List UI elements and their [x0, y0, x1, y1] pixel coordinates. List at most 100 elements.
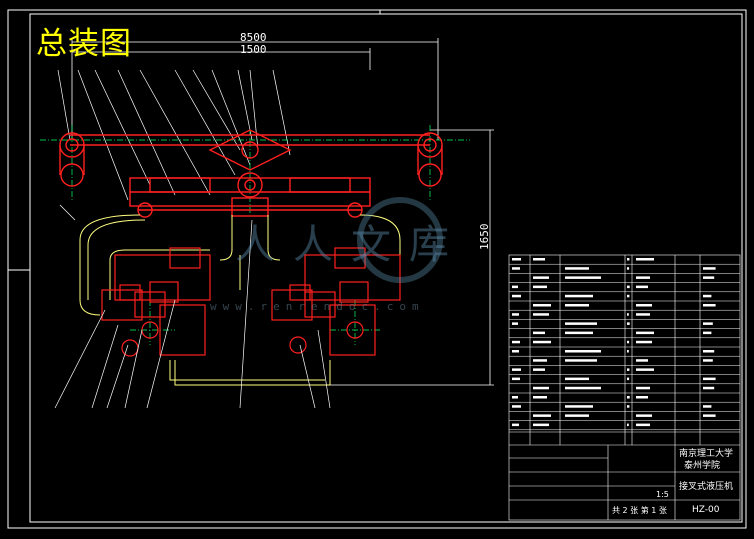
tb-university: 南京理工大学	[679, 449, 734, 459]
parts-cell-text	[703, 304, 716, 307]
parts-cell-text	[703, 386, 715, 390]
leaders-top	[57, 69, 291, 221]
parts-cell-text	[565, 267, 589, 270]
parts-cell-text	[627, 350, 629, 353]
parts-cell-text	[636, 313, 650, 316]
parts-cell-text	[636, 414, 652, 417]
parts-cell-text	[636, 276, 650, 279]
parts-cell-text	[533, 396, 547, 399]
parts-cell-text	[627, 405, 630, 408]
parts-cell-text	[533, 340, 551, 344]
parts-cell-text	[565, 377, 589, 381]
hydraulic-pipes	[79, 214, 401, 386]
parts-cell-text	[533, 368, 545, 371]
tb-product: 接叉式液压机	[679, 482, 734, 492]
parts-cell-text	[533, 414, 551, 417]
top-assembly	[59, 129, 443, 218]
parts-cell-text	[636, 340, 652, 344]
parts-cell-text	[703, 331, 712, 335]
parts-cell-text	[565, 405, 593, 408]
parts-cell-text	[703, 405, 712, 408]
parts-cell-text	[636, 386, 650, 390]
parts-cell-text	[703, 267, 716, 270]
parts-cell-text	[565, 331, 593, 335]
parts-cell-text	[512, 405, 521, 408]
parts-cell-text	[533, 258, 545, 261]
dimension-right	[330, 129, 494, 386]
parts-cell-text	[627, 340, 630, 344]
pump-station-right	[271, 247, 401, 356]
parts-cell-text	[627, 396, 630, 399]
parts-cell-text	[627, 313, 629, 316]
parts-cell-text	[512, 313, 519, 316]
parts-cell-text	[627, 294, 630, 298]
parts-cell-text	[627, 258, 630, 261]
tb-scale: 1:5	[656, 490, 669, 499]
pump-station-left	[101, 247, 211, 357]
parts-cell-text	[512, 340, 520, 344]
tb-drawing-no: HZ-00	[692, 505, 720, 515]
parts-cell-text	[636, 285, 648, 289]
parts-cell-text	[512, 258, 521, 261]
parts-cell-text	[533, 276, 549, 279]
parts-list-fill	[512, 258, 716, 427]
parts-cell-text	[703, 350, 715, 353]
parts-cell-text	[627, 377, 630, 381]
parts-cell-text	[512, 322, 518, 325]
parts-cell-text	[512, 285, 518, 289]
watermark-circle	[357, 197, 443, 283]
parts-cell-text	[533, 331, 545, 335]
parts-cell-text	[627, 423, 629, 427]
parts-cell-text	[636, 359, 648, 362]
leaders-bottom	[54, 219, 331, 409]
dim-height: 1650	[478, 223, 491, 251]
parts-cell-text	[512, 267, 520, 270]
parts-cell-text	[627, 368, 630, 371]
parts-cell-text	[703, 377, 716, 381]
parts-cell-text	[512, 396, 518, 399]
watermark-text: www.renrendoc.com	[210, 300, 425, 313]
parts-cell-text	[512, 377, 520, 381]
parts-cell-text	[703, 276, 715, 279]
parts-cell-text	[533, 285, 547, 289]
parts-cell-text	[636, 368, 654, 371]
parts-cell-text	[565, 386, 601, 390]
parts-cell-text	[512, 423, 519, 427]
inner-border	[29, 13, 743, 523]
parts-cell-text	[627, 285, 630, 289]
parts-cell-text	[565, 359, 597, 362]
parts-cell-text	[565, 276, 601, 279]
parts-cell-text	[533, 423, 549, 427]
watermark-glyphs: 人人文库	[235, 222, 467, 268]
tb-college: 泰州学院	[684, 461, 721, 471]
parts-cell-text	[565, 350, 601, 353]
parts-cell-text	[627, 322, 630, 325]
parts-cell-text	[703, 294, 712, 298]
parts-cell-text	[512, 294, 521, 298]
parts-cell-text	[636, 396, 648, 399]
parts-cell-text	[533, 386, 549, 390]
parts-cell-text	[627, 267, 630, 270]
parts-cell-text	[533, 304, 551, 307]
parts-cell-text	[565, 294, 593, 298]
title-block	[508, 254, 741, 521]
parts-cell-text	[565, 322, 597, 325]
dimension-top	[71, 38, 439, 140]
dim-total: 8500	[240, 31, 267, 44]
parts-cell-text	[565, 414, 589, 417]
outer-border	[7, 9, 747, 529]
parts-cell-text	[703, 359, 713, 362]
drawing-title: 总装图	[36, 26, 132, 62]
parts-cell-text	[636, 331, 654, 335]
parts-cell-text	[512, 350, 519, 353]
parts-cell-text	[636, 423, 650, 427]
parts-cell-text	[636, 258, 654, 261]
parts-cell-text	[565, 304, 589, 307]
parts-cell-text	[636, 304, 652, 307]
dim-inner: 1500	[240, 43, 267, 56]
parts-cell-text	[533, 359, 547, 362]
parts-cell-text	[703, 322, 713, 325]
parts-cell-text	[703, 414, 716, 417]
parts-list-rows	[509, 263, 740, 431]
